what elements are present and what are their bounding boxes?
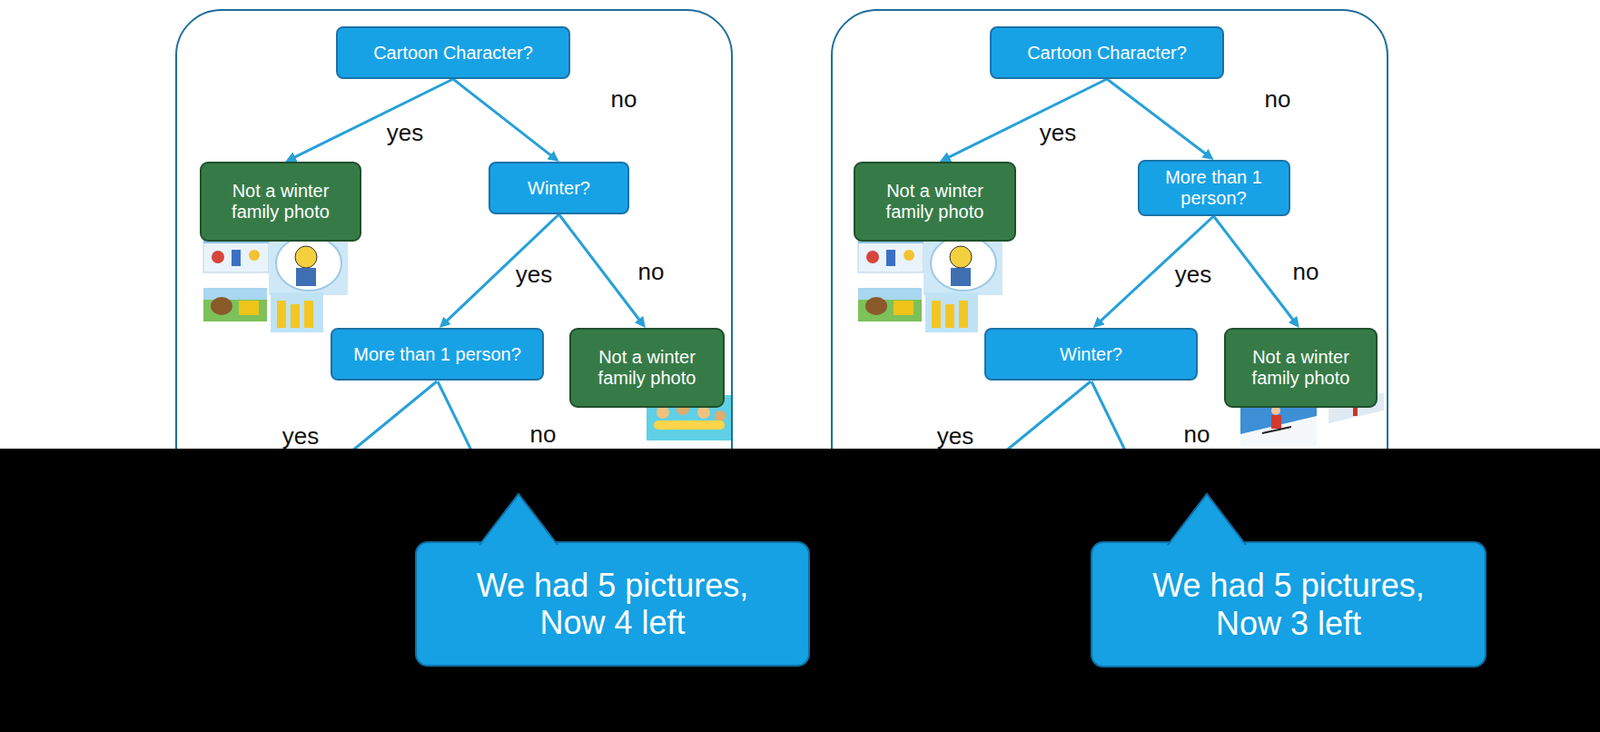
node-text: We had 5 pictures, Now 3 left — [1132, 566, 1446, 642]
cartoon-figure — [210, 296, 233, 316]
leaf-box: Not a winter family photo — [1224, 327, 1378, 408]
skis — [1262, 426, 1292, 434]
node-text: Not a winter family photo — [1237, 346, 1365, 389]
node-text: More than 1 person? — [1150, 167, 1278, 209]
pool-float — [653, 420, 725, 430]
node-text: Cartoon Character? — [373, 42, 534, 64]
cartoon-thumbnails — [203, 230, 348, 333]
branch-line — [437, 381, 475, 456]
cartoon-figure — [211, 250, 225, 264]
callout-pointer-shape — [1167, 493, 1246, 545]
panel-outline — [831, 9, 1388, 519]
leaf-box: Not a winter family photo — [853, 161, 1017, 242]
callout-box: We had 5 pictures, Now 4 left — [414, 541, 810, 667]
snow-swirl — [276, 236, 342, 291]
person — [714, 410, 726, 422]
tree-connector — [289, 79, 454, 160]
branch-label: no — [1184, 422, 1211, 446]
cartoon-figure — [238, 300, 259, 316]
cartoon-figure — [304, 300, 314, 328]
decision-box: Winter? — [488, 161, 630, 215]
branch-line — [345, 381, 437, 456]
node-text: We had 5 pictures, Now 4 left — [455, 566, 770, 642]
decision-box: Cartoon Character? — [335, 26, 571, 80]
node-text: Not a winter family photo — [871, 180, 999, 223]
snow-slope — [1240, 415, 1317, 446]
skier — [1271, 414, 1282, 429]
branch-label: no — [530, 422, 557, 446]
thumbnail — [203, 287, 267, 322]
leaf-box: Not a winter family photo — [569, 327, 725, 408]
cartoon-figure — [295, 246, 317, 268]
edge-label: yes — [515, 262, 553, 287]
branch-label: yes — [937, 424, 974, 448]
edge-label: no — [1293, 259, 1320, 284]
tree-connector — [559, 214, 643, 325]
cartoon-figure — [231, 249, 241, 267]
person — [656, 405, 670, 419]
callout-pointer — [464, 488, 573, 549]
tree-connector — [1106, 79, 1211, 158]
tree-connector — [943, 79, 1107, 160]
decision-box: Cartoon Character? — [989, 26, 1225, 80]
cartoon-figure — [276, 300, 287, 328]
callout-pointer — [1152, 488, 1262, 549]
tree-connector — [453, 79, 556, 159]
node-text: Not a winter family photo — [583, 346, 712, 389]
decision-box: More than 1 person? — [1137, 159, 1291, 217]
edge-label: yes — [1175, 262, 1212, 287]
node-text: Winter? — [527, 177, 591, 199]
branch-line — [1091, 381, 1128, 456]
branch-line — [999, 381, 1091, 456]
edge-label: yes — [386, 120, 424, 145]
cartoon-thumbnails — [858, 230, 1003, 333]
cartoon-figure — [248, 249, 260, 261]
decision-box: Winter? — [984, 327, 1198, 381]
leaf-box: Not a winter family photo — [199, 161, 362, 242]
callout-box: We had 5 pictures, Now 3 left — [1090, 541, 1487, 668]
cartoon-figure — [296, 267, 317, 287]
node-text: Winter? — [1059, 344, 1123, 366]
skier — [1353, 406, 1358, 416]
black-band — [0, 448, 1600, 732]
edge-label: yes — [1039, 120, 1077, 145]
callout-pointer-shape — [479, 493, 558, 545]
edge-label: no — [1264, 87, 1292, 111]
edge-label: no — [638, 259, 665, 284]
panel-outline — [176, 9, 732, 519]
tree-connector — [442, 214, 559, 326]
person — [697, 405, 711, 419]
tree-connector — [1214, 216, 1297, 325]
node-text: Not a winter family photo — [217, 180, 345, 223]
thumbnail-sky — [203, 287, 267, 300]
cartoon-figure — [290, 304, 300, 328]
node-text: Cartoon Character? — [1027, 42, 1187, 64]
decision-box: More than 1 person? — [330, 327, 544, 381]
thumbnail — [270, 292, 324, 333]
branch-label: yes — [282, 424, 319, 448]
tree-connector — [1096, 216, 1215, 326]
edge-label: no — [611, 87, 638, 111]
node-text: More than 1 person? — [353, 344, 522, 366]
